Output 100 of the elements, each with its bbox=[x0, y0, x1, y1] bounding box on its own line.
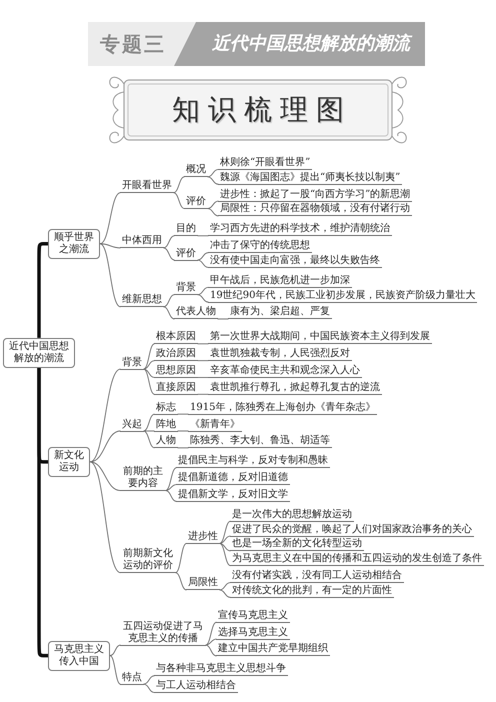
connector-line bbox=[207, 176, 219, 185]
detail-text: 甲午战后，民族危机进一步加深 bbox=[208, 274, 352, 288]
connector-line bbox=[100, 243, 121, 248]
connector-line bbox=[177, 430, 189, 432]
main-branch-box: 马克思主义传入中国 bbox=[48, 640, 110, 671]
detail-text: 19世纪90年代，民族工业初步发展，民族资产阶级力量壮大 bbox=[208, 290, 478, 303]
connector-line bbox=[143, 430, 155, 448]
connector-line bbox=[205, 644, 217, 656]
connector-line bbox=[90, 461, 121, 491]
connector-line bbox=[90, 430, 121, 462]
detail-text: 第一次世界大战期间，中国民族资本主义得到发展 bbox=[208, 331, 432, 344]
category-label: 标志 bbox=[154, 402, 178, 415]
connector-line bbox=[143, 414, 155, 432]
detail-text: 林则徐“开眼看世界” bbox=[218, 156, 312, 170]
detail-text: 袁世凯独裁专制，人民强烈反对 bbox=[208, 348, 352, 362]
detail-text: 魏源《海国图志》提出“师夷长技以制夷” bbox=[218, 172, 402, 185]
connector-line bbox=[205, 638, 217, 646]
detail-text: 对传统文化的批判，有一定的片面性 bbox=[230, 584, 394, 598]
category-label: 直接原因 bbox=[154, 382, 198, 395]
connector-line bbox=[173, 192, 185, 209]
detail-text: 进步性：掀起了一股“向西方学习”的新思潮 bbox=[218, 188, 412, 202]
connector-line bbox=[143, 368, 155, 395]
chapter-number: 专题三 bbox=[100, 32, 166, 56]
category-label: 评价 bbox=[174, 248, 198, 261]
connector-line bbox=[110, 655, 121, 685]
detail-text: 没有使中国走向富强，最终以失败告终 bbox=[208, 254, 382, 268]
connector-line bbox=[197, 260, 209, 268]
detail-text: 是一次伟大的思想解放运动 bbox=[230, 508, 354, 522]
connector-line bbox=[100, 243, 121, 308]
subtopic-label: 维新思想 bbox=[120, 294, 164, 308]
trunk-line bbox=[37, 242, 49, 338]
title: 知识梳理图 bbox=[171, 93, 352, 127]
connector-line bbox=[90, 368, 121, 462]
connector-line bbox=[219, 590, 231, 598]
connector-line bbox=[143, 360, 155, 370]
subtopic-label: 开眼看世界 bbox=[120, 180, 174, 194]
category-label: 人物 bbox=[154, 435, 178, 448]
connector-line bbox=[197, 394, 209, 395]
category-label: 思想原因 bbox=[154, 364, 198, 378]
connector-line bbox=[143, 368, 155, 378]
subtopic-label: 兴起 bbox=[120, 418, 144, 432]
connector-line bbox=[177, 447, 189, 448]
connector-line bbox=[197, 235, 209, 236]
main-branch-box: 顺乎世界之潮流 bbox=[48, 228, 100, 259]
detail-text: 提倡民主与科学，反对专制和愚昧 bbox=[176, 455, 330, 468]
trunk-line bbox=[37, 368, 49, 658]
connector-line bbox=[163, 306, 175, 320]
connector-line bbox=[219, 582, 231, 590]
connector-line bbox=[165, 490, 177, 502]
connector-line bbox=[197, 294, 209, 303]
connector-line bbox=[205, 622, 217, 646]
detail-text: 促进了民众的觉醒，唤起了人们对国家政治事务的关心 bbox=[230, 524, 474, 537]
connector-line bbox=[197, 377, 209, 378]
chapter-title: 近代中国思想解放的潮流 bbox=[212, 33, 410, 55]
connector-line bbox=[197, 252, 209, 260]
detail-text: 康有为、梁启超、严复 bbox=[228, 306, 332, 320]
category-label: 阵地 bbox=[154, 418, 178, 432]
connector-line bbox=[90, 461, 121, 574]
connector-line bbox=[143, 684, 155, 694]
detail-text: 辛亥革命使民主共和观念深入人心 bbox=[208, 364, 362, 378]
connector-line bbox=[173, 176, 185, 194]
category-label: 代表人物 bbox=[174, 306, 218, 320]
connector-line bbox=[143, 675, 155, 685]
detail-text: 与各种非马克思主义思想斗争 bbox=[154, 663, 288, 676]
detail-text: 1915年，陈独秀在上海创办《青年杂志》 bbox=[188, 402, 378, 415]
connector-line bbox=[219, 543, 231, 566]
connector-line bbox=[197, 343, 209, 344]
detail-text: 宣传马克思主义 bbox=[216, 610, 290, 623]
detail-text: 没有付诸实践，没有同工人运动相结合 bbox=[230, 570, 404, 584]
connector-line bbox=[163, 247, 175, 260]
connector-line bbox=[165, 467, 177, 491]
connector-line bbox=[219, 520, 231, 544]
detail-text: 局限性：只停留在器物领域，没有付诸行动 bbox=[218, 203, 412, 216]
connector-line bbox=[163, 294, 175, 308]
detail-text: 选择马克思主义 bbox=[216, 626, 290, 640]
subtopic-label: 中体西用 bbox=[120, 235, 164, 248]
connector-line bbox=[175, 543, 187, 574]
detail-text: 也是一场全新的文化转型运动 bbox=[230, 538, 364, 552]
connector-line bbox=[143, 430, 155, 432]
connector-line bbox=[219, 543, 231, 552]
connector-line bbox=[217, 318, 229, 320]
connector-line bbox=[165, 484, 177, 491]
connector-line bbox=[207, 208, 219, 216]
main-branch-box: 新文化运动 bbox=[48, 446, 90, 477]
connector-line bbox=[197, 286, 209, 296]
category-label: 评价 bbox=[184, 196, 208, 210]
connector-line bbox=[177, 414, 189, 415]
connector-line bbox=[207, 168, 219, 178]
category-label: 背景 bbox=[174, 282, 198, 296]
category-label: 局限性 bbox=[186, 577, 220, 590]
detail-text: 袁世凯推行尊孔，掀起尊孔复古的逆流 bbox=[208, 382, 382, 395]
detail-text: 《新青年》 bbox=[188, 418, 242, 432]
subtopic-label: 背景 bbox=[120, 356, 144, 370]
connector-line bbox=[175, 572, 187, 590]
connector-line bbox=[207, 200, 219, 209]
detail-text: 学习西方先进的科学技术，维护清朝统治 bbox=[208, 223, 392, 236]
category-label: 目的 bbox=[174, 223, 198, 236]
detail-text: 为马克思主义在中国的传播和五四运动的发生创造了条件 bbox=[230, 553, 484, 566]
connector-line bbox=[100, 192, 121, 244]
detail-text: 陈独秀、李大钊、鲁迅、胡适等 bbox=[188, 435, 332, 448]
